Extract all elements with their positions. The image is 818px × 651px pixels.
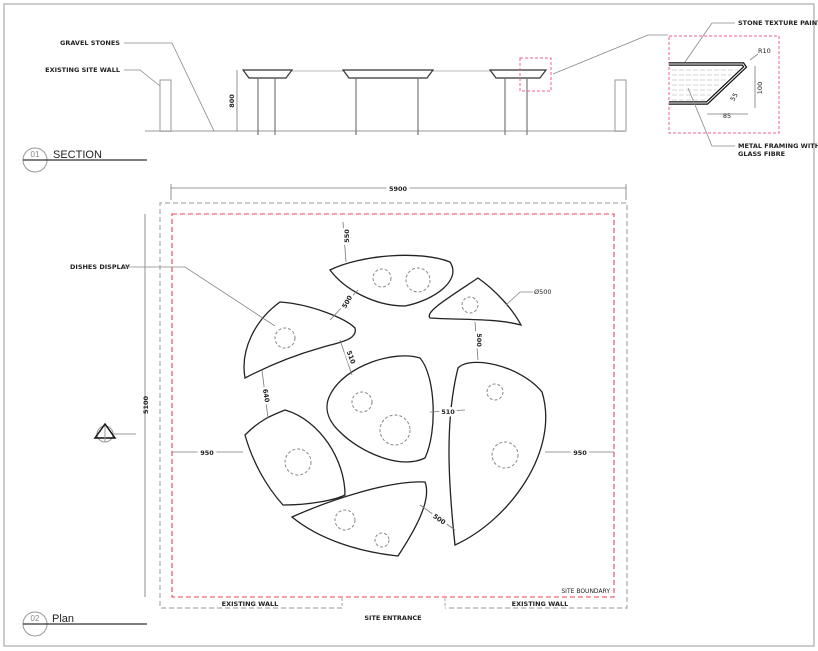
width-dim: 5900: [389, 185, 408, 193]
wall-label: EXISTING SITE WALL: [45, 66, 120, 74]
dim-85: 85: [723, 112, 731, 120]
right-offset-dim: 950: [573, 449, 587, 457]
table-center: [326, 355, 434, 463]
site-entrance-label: SITE ENTRANCE: [364, 614, 421, 622]
svg-text:500: 500: [475, 333, 483, 347]
dishes-label: DISHES DISPLAY: [70, 263, 130, 271]
detail-callout-box: [519, 57, 552, 92]
framing-label-2: GLASS FIBRE: [738, 150, 785, 158]
plan-number: 02: [31, 614, 40, 623]
north-arrow-icon: [93, 422, 136, 443]
tables: [241, 69, 548, 79]
svg-text:550: 550: [343, 229, 351, 243]
svg-text:640: 640: [261, 388, 271, 403]
dim-100: 100: [756, 82, 764, 94]
height-dim-plan: 5100: [142, 395, 150, 414]
svg-text:510: 510: [441, 408, 455, 416]
gravel-label: GRAVEL STONES: [60, 39, 120, 47]
ground-line: [145, 130, 625, 132]
plan-marker: 02 Plan: [22, 611, 147, 637]
section-marker: 01 SECTION: [22, 147, 147, 173]
svg-text:Ø500: Ø500: [534, 288, 552, 296]
sheet-border: [3, 3, 815, 647]
existing-wall-right-label: EXISTING WALL: [512, 600, 569, 608]
site-boundary: [171, 213, 615, 598]
table-right: [448, 361, 547, 546]
detail-box: [668, 35, 780, 134]
table-bottom: [290, 481, 428, 557]
radius-dim: R10: [758, 47, 771, 55]
stone-paint-label: STONE TEXTURE PAINT: [738, 19, 818, 27]
existing-wall-outline: [159, 202, 628, 609]
dim-55: 55: [729, 91, 740, 102]
framing-label-1: METAL FRAMING WITH: [738, 142, 818, 150]
site-wall-right: [614, 79, 627, 132]
site-wall-left: [159, 79, 172, 132]
svg-text:500: 500: [431, 512, 447, 527]
table-lower-left: [244, 409, 346, 506]
gap-dim-lines: [261, 221, 479, 531]
table-top: [329, 254, 454, 307]
svg-text:510: 510: [345, 350, 357, 366]
left-offset-dim: 950: [200, 449, 214, 457]
table-legs: [257, 78, 528, 135]
plan-view: 5900 5100 950 950 550 500 510 640 510: [22, 182, 628, 637]
dish-display-tables: [243, 254, 547, 557]
site-boundary-label: SITE BOUNDARY: [561, 588, 610, 595]
section-number: 01: [31, 150, 40, 159]
height-dim: 800: [228, 94, 236, 108]
section-title: SECTION: [53, 149, 102, 161]
existing-wall-left-label: EXISTING WALL: [222, 600, 279, 608]
plan-title: Plan: [52, 613, 74, 625]
table-small: [428, 277, 523, 327]
table-left: [243, 301, 356, 379]
section-view: 800 GRAVEL STONES EXISTING SITE WALL R10…: [22, 19, 818, 173]
